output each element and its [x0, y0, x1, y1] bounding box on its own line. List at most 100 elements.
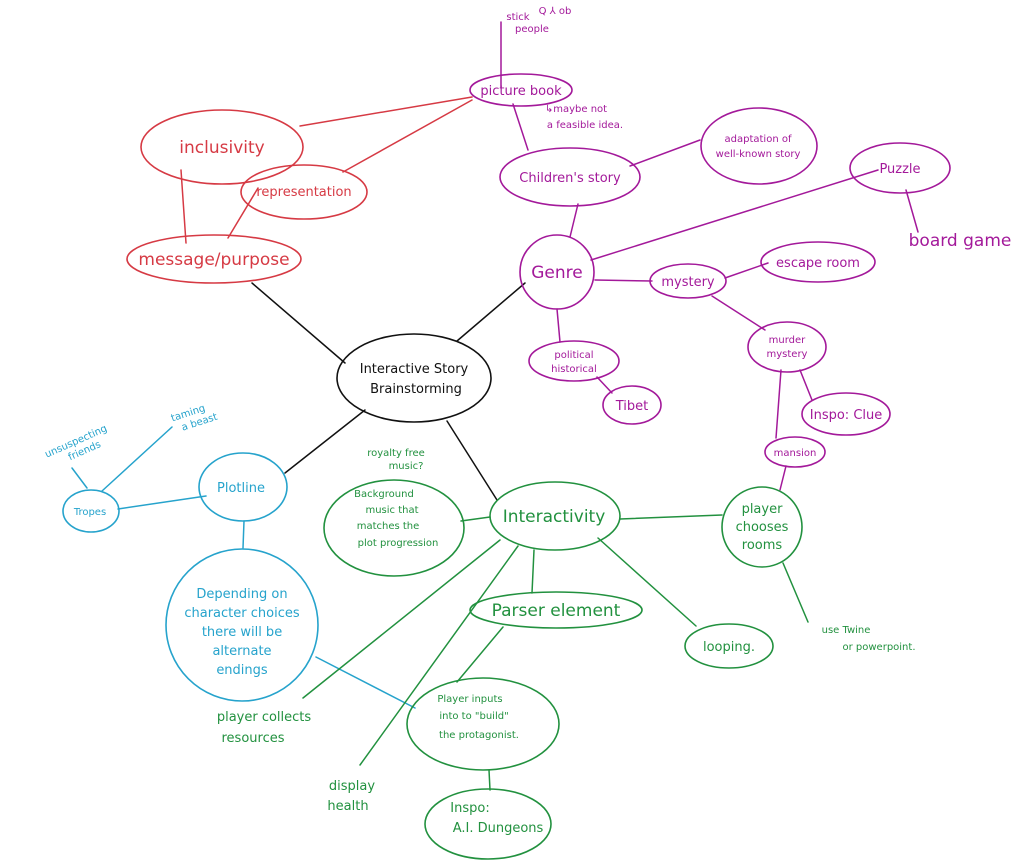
player-inputs-line-1: Player inputs: [437, 694, 502, 705]
note-royalty-free: royalty free music?: [367, 448, 425, 472]
node-political-historical: political historical: [528, 340, 620, 382]
node-genre-outline: [519, 234, 595, 310]
node-plotline: Plotline: [198, 452, 288, 522]
line-murder-clue: [799, 369, 813, 401]
connector-lines: [71, 21, 919, 791]
note-use-twine: use Twine or powerpoint.: [822, 625, 916, 653]
node-genre: Genre: [519, 234, 595, 310]
inspo-clue-label: Inspo: Clue: [810, 408, 883, 423]
node-inspo-ai-outline: [424, 788, 552, 860]
line-tropes-plotline: [117, 495, 207, 510]
murder-mystery-line-1: murder: [769, 335, 807, 346]
line-parser-playerinputs: [456, 626, 504, 683]
line-genre-political: [556, 308, 561, 343]
node-mansion: mansion: [764, 436, 826, 468]
tibet-label: Tibet: [615, 399, 649, 414]
node-mystery: mystery: [649, 263, 727, 299]
mansion-label: mansion: [774, 448, 817, 459]
looping-label: looping.: [703, 640, 755, 655]
royalty-line-2: music?: [389, 461, 424, 472]
player-chooses-line-2: chooses: [736, 520, 789, 535]
line-murder-mansion: [775, 369, 782, 439]
maybe-not-line-2: a feasible idea.: [547, 120, 623, 131]
line-political-tibet: [596, 376, 613, 394]
branch-cyan: Plotline Tropes unsuspecting friends tam…: [43, 403, 319, 702]
line-genre-mystery: [594, 279, 653, 282]
parser-element-label: Parser element: [492, 601, 621, 621]
node-background-outline: [323, 479, 465, 577]
node-interactivity-outline: [489, 481, 621, 551]
political-line-2: historical: [551, 364, 597, 375]
stick-people-scribble: Q ⅄ ob: [539, 6, 572, 17]
node-playerinputs-outline: [406, 677, 560, 771]
player-inputs-line-2: into to "build": [439, 711, 508, 722]
royalty-line-1: royalty free: [367, 448, 425, 459]
genre-label: Genre: [531, 263, 582, 283]
node-player-chooses: player chooses rooms: [721, 486, 803, 568]
line-picturebook-childrens: [512, 103, 529, 151]
node-parser-outline: [469, 591, 643, 629]
node-inclusivity-outline: [140, 109, 304, 185]
background-line-1: Background: [354, 489, 414, 500]
line-center-genre: [456, 282, 526, 342]
node-background-music: Background music that matches the plot p…: [323, 479, 465, 577]
node-puzzle-outline: [849, 142, 951, 194]
line-genre-puzzle: [590, 169, 879, 261]
line-puzzle-boardgame: [905, 189, 919, 233]
player-chooses-line-1: player: [742, 502, 784, 517]
board-game-label: board game: [909, 231, 1012, 251]
plotline-label: Plotline: [217, 481, 265, 496]
node-inspo-clue: Inspo: Clue: [801, 392, 891, 436]
node-representation-outline: [240, 164, 368, 220]
message-purpose-label: message/purpose: [138, 250, 289, 270]
line-interactivity-background: [460, 516, 491, 522]
node-childrens-outline: [499, 147, 641, 207]
twine-line-2: or powerpoint.: [843, 642, 916, 653]
political-line-1: political: [554, 350, 593, 361]
puzzle-label: Puzzle: [879, 162, 920, 177]
note-display-health: display health: [327, 779, 375, 814]
interactivity-label: Interactivity: [503, 507, 606, 527]
background-line-4: plot progression: [358, 538, 439, 549]
node-picturebook-outline: [469, 73, 573, 107]
node-escape-room: escape room: [760, 241, 876, 283]
line-interactivity-display: [359, 545, 519, 766]
branch-red: inclusivity representation message/purpo…: [126, 109, 368, 284]
node-parser-element: Parser element: [469, 591, 643, 629]
node-player-inputs: Player inputs into to "build" the protag…: [406, 677, 560, 771]
node-tropes: Tropes: [62, 489, 120, 533]
note-maybe-not: ↳maybe not a feasible idea.: [545, 104, 623, 131]
node-depending-outline: [165, 548, 319, 702]
background-line-3: matches the: [357, 521, 420, 532]
node-murder-mystery: murder mystery: [747, 321, 827, 373]
line-plotline-depending: [242, 520, 245, 549]
node-murder-outline: [747, 321, 827, 373]
node-center: Interactive Story Brainstorming: [336, 333, 492, 423]
center-line-1: Interactive Story: [360, 362, 469, 377]
node-plotline-outline: [198, 452, 288, 522]
node-looping-outline: [684, 623, 774, 669]
note-unsuspecting-friends: unsuspecting friends: [43, 423, 109, 463]
node-center-outline: [336, 333, 492, 423]
line-center-interactivity: [446, 420, 498, 501]
murder-mystery-line-2: mystery: [767, 349, 808, 360]
line-interactivity-player: [619, 514, 723, 520]
inspo-ai-line-2: A.I. Dungeons: [453, 821, 544, 836]
node-message-outline: [126, 234, 302, 284]
node-representation: representation: [240, 164, 368, 220]
player-chooses-line-3: rooms: [742, 538, 783, 553]
node-mansion-outline: [764, 436, 826, 468]
node-interactivity: Interactivity: [489, 481, 621, 551]
node-inclusivity: inclusivity: [140, 109, 304, 185]
background-line-2: music that: [365, 505, 418, 516]
center-line-2: Brainstorming: [370, 382, 462, 397]
maybe-not-line-1: ↳maybe not: [545, 104, 607, 115]
display-line-1: display: [329, 779, 375, 794]
depending-line-2: character choices: [184, 606, 299, 621]
line-representation-message: [227, 187, 259, 239]
node-tropes-outline: [62, 489, 120, 533]
node-clue-outline: [801, 392, 891, 436]
node-adaptation-outline: [700, 107, 818, 185]
depending-line-5: endings: [216, 663, 268, 678]
